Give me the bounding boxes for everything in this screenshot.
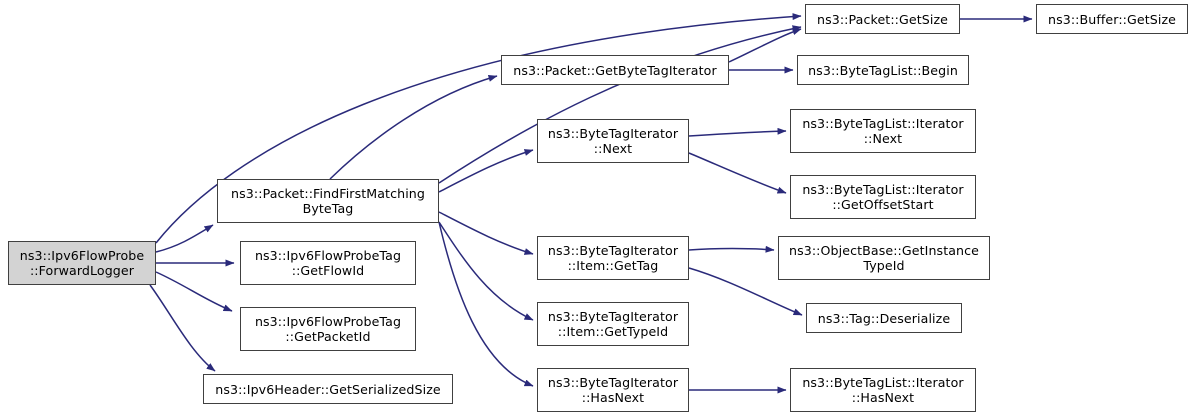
graph-node-get_flow_id[interactable]: ns3::Ipv6FlowProbeTag ::GetFlowId <box>240 241 416 285</box>
call-edge <box>438 211 534 255</box>
graph-node-tag_deserialize[interactable]: ns3::Tag::Deserialize <box>806 303 962 333</box>
graph-node-get_packet_id[interactable]: ns3::Ipv6FlowProbeTag ::GetPacketId <box>240 307 416 351</box>
graph-node-packet_getsize[interactable]: ns3::Packet::GetSize <box>805 4 960 34</box>
graph-node-find_first[interactable]: ns3::Packet::FindFirstMatching ByteTag <box>217 179 439 223</box>
call-edge <box>688 152 787 194</box>
graph-node-forward_logger[interactable]: ns3::Ipv6FlowProbe ::ForwardLogger <box>8 241 156 285</box>
graph-node-btl_begin[interactable]: ns3::ByteTagList::Begin <box>797 55 969 85</box>
graph-node-btl_iter_hasnext[interactable]: ns3::ByteTagList::Iterator ::HasNext <box>790 368 976 412</box>
call-edge <box>728 28 802 63</box>
call-edge <box>438 221 534 321</box>
call-edge <box>149 284 216 372</box>
call-edge <box>438 221 534 387</box>
call-edge <box>688 127 787 137</box>
graph-node-bti_next[interactable]: ns3::ByteTagIterator ::Next <box>537 119 689 163</box>
call-edge <box>155 224 214 253</box>
graph-node-get_byte_tag_iter[interactable]: ns3::Packet::GetByteTagIterator <box>501 55 729 85</box>
call-edge <box>155 271 233 312</box>
call-edge <box>329 74 498 180</box>
graph-node-objbase_instance[interactable]: ns3::ObjectBase::GetInstance TypeId <box>778 236 990 280</box>
graph-node-bti_item_gettag[interactable]: ns3::ByteTagIterator ::Item::GetTag <box>537 236 689 280</box>
graph-node-buffer_getsize[interactable]: ns3::Buffer::GetSize <box>1036 4 1188 34</box>
graph-node-btl_iter_next[interactable]: ns3::ByteTagList::Iterator ::Next <box>790 109 976 153</box>
call-edge <box>438 149 534 193</box>
graph-node-btl_iter_offset[interactable]: ns3::ByteTagList::Iterator ::GetOffsetSt… <box>790 175 976 219</box>
graph-node-bti_hasnext[interactable]: ns3::ByteTagIterator ::HasNext <box>537 368 689 412</box>
graph-node-bti_item_gettypeid[interactable]: ns3::ByteTagIterator ::Item::GetTypeId <box>537 302 689 346</box>
call-edge <box>688 245 775 253</box>
graph-node-ipv6_ser_size[interactable]: ns3::Ipv6Header::GetSerializedSize <box>203 374 453 404</box>
